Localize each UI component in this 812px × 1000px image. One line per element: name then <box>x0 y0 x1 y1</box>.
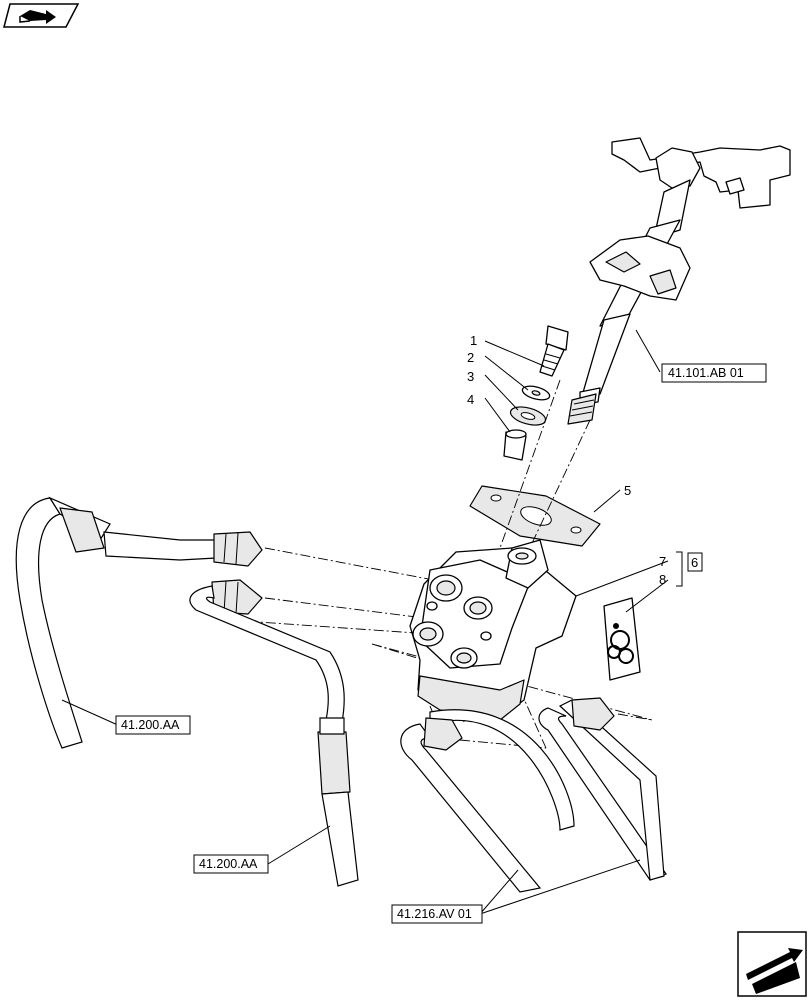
ref-steering-column[interactable]: 41.101.AB 01 <box>661 363 767 383</box>
next-page-arrow-icon[interactable] <box>737 931 807 997</box>
label-item-1: 1 <box>470 333 477 348</box>
kit-box-6 <box>687 552 703 572</box>
seal-kit <box>603 597 641 681</box>
leader-lines <box>61 329 683 915</box>
label-item-6: 6 <box>691 555 698 570</box>
right-pipes <box>400 697 667 893</box>
center-hose <box>189 579 359 887</box>
label-item-5: 5 <box>624 483 631 498</box>
book-arrow-icon[interactable] <box>3 3 80 28</box>
gasket <box>469 485 601 547</box>
label-item-3: 3 <box>467 369 474 384</box>
ref-hose-left[interactable]: 41.200.AA <box>115 715 191 735</box>
label-item-8: 8 <box>659 572 666 587</box>
spacer <box>503 429 527 461</box>
steering-valve <box>409 539 577 725</box>
bolt <box>539 325 569 377</box>
washer <box>521 385 551 401</box>
bushing <box>509 406 547 426</box>
ref-pipes-text: 41.216.AV 01 <box>397 907 472 921</box>
ref-steering-column-text: 41.101.AB 01 <box>668 366 744 380</box>
ref-hose-center[interactable]: 41.200.AA <box>193 854 269 874</box>
ref-hose-left-text: 41.200.AA <box>121 718 180 732</box>
ref-pipes[interactable]: 41.216.AV 01 <box>391 904 483 924</box>
label-item-4: 4 <box>467 392 474 407</box>
center-lines <box>229 379 653 749</box>
ref-hose-center-text: 41.200.AA <box>199 857 258 871</box>
label-item-2: 2 <box>467 350 474 365</box>
left-hose <box>15 496 263 749</box>
label-item-7: 7 <box>659 554 666 569</box>
steering-column <box>567 137 791 425</box>
